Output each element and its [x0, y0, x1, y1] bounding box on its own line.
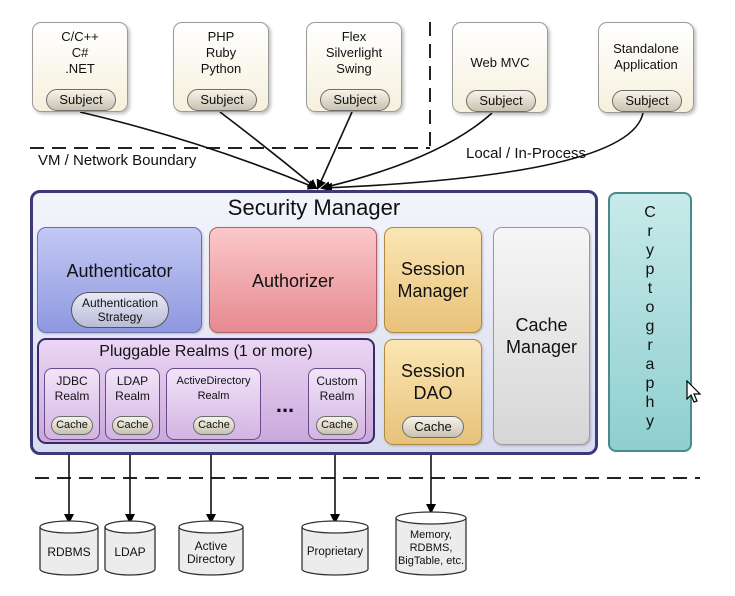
client-label: C/C++ C# .NET	[61, 29, 99, 76]
client-label: PHP Ruby Python	[200, 29, 242, 76]
realm-ldap: LDAP Realm Cache	[105, 368, 160, 440]
security-manager-title: Security Manager	[227, 195, 401, 220]
authorizer-label: Authorizer	[251, 271, 335, 291]
cryptography-letter: g	[645, 318, 655, 335]
realm-label: LDAP Realm	[115, 374, 150, 403]
authenticator: Authenticator Authentication Strategy	[37, 227, 202, 333]
realm-cache: Cache	[51, 416, 93, 435]
cache-manager-label: Cache Manager	[505, 315, 578, 357]
authorizer: Authorizer	[209, 227, 377, 333]
realms-ellipsis: ...	[275, 392, 295, 417]
session-dao-label: Session DAO	[400, 361, 466, 403]
datastore-rdbms-label: RDBMS	[47, 545, 91, 559]
local-in-process-label: Local / In-Process	[466, 145, 587, 162]
session-manager-label: Session Manager	[397, 259, 469, 301]
client-standalone-application: Standalone Application Subject	[598, 22, 694, 113]
cryptography-letter: r	[647, 223, 653, 240]
cylinder-rdbms	[39, 520, 99, 576]
session-dao-cache: Cache	[402, 416, 464, 438]
vm-network-boundary-label: VM / Network Boundary	[38, 152, 197, 169]
realm-cache: Cache	[112, 416, 153, 435]
realm-jdbc: JDBC Realm Cache	[44, 368, 100, 440]
cryptography-letter: p	[645, 261, 655, 278]
realm-label: Custom Realm	[316, 374, 358, 403]
realm-label: JDBC Realm	[54, 374, 90, 403]
datastore-proprietary-label: Proprietary	[306, 546, 364, 558]
pluggable-realms-title: Pluggable Realms (1 or more)	[99, 343, 313, 360]
client-label: Standalone Application	[613, 41, 679, 72]
cylinder-active-directory	[178, 520, 244, 576]
subject-pill: Subject	[612, 90, 682, 112]
cache-manager: Cache Manager	[493, 227, 590, 445]
subject-pill: Subject	[46, 89, 116, 111]
datastore-active-directory-label: Active Directory	[186, 539, 235, 566]
cylinder-proprietary	[301, 520, 369, 576]
subject-pill: Subject	[466, 90, 536, 112]
datastore-memory-label: Memory, RDBMS, BigTable, etc.	[397, 529, 465, 567]
pluggable-realms: Pluggable Realms (1 or more) JDBC Realm …	[37, 338, 375, 444]
cylinder-ldap	[104, 520, 156, 576]
cryptography-letter: a	[645, 356, 655, 373]
client-web-mvc: Web MVC Subject	[452, 22, 548, 113]
arrow-client-1	[79, 111, 318, 190]
cryptography-letter: C	[644, 204, 656, 221]
cryptography-letter: t	[647, 280, 653, 297]
cryptography-letter: r	[647, 337, 653, 354]
subject-pill: Subject	[187, 89, 257, 111]
cylinder-memory	[395, 511, 467, 576]
cryptography-letter: y	[646, 413, 654, 430]
realm-cache: Cache	[316, 416, 358, 435]
realm-label: ActiveDirectory Realm	[176, 375, 251, 402]
datastore-ldap-label: LDAP	[114, 545, 146, 559]
cryptography-letter: p	[645, 375, 655, 392]
arrow-client-5	[322, 112, 644, 193]
client-flex-silverlight-swing: Flex Silverlight Swing Subject	[306, 22, 402, 112]
client-label: Flex Silverlight Swing	[325, 29, 383, 76]
arrow-client-3	[316, 111, 353, 190]
cursor-icon	[686, 380, 702, 403]
realm-custom: Custom Realm Cache	[308, 368, 366, 440]
arrow-client-4	[320, 112, 493, 192]
cryptography-letter: y	[646, 242, 654, 259]
session-dao: Session DAO Cache	[384, 339, 482, 445]
cryptography-letter: h	[645, 394, 655, 411]
client-php-ruby-python: PHP Ruby Python Subject	[173, 22, 269, 112]
authentication-strategy: Authentication Strategy	[71, 292, 169, 328]
session-manager: Session Manager	[384, 227, 482, 333]
client-dotnet: C/C++ C# .NET Subject	[32, 22, 128, 112]
authenticator-label: Authenticator	[66, 261, 173, 281]
realm-active-directory: ActiveDirectory Realm Cache	[166, 368, 261, 440]
client-label: Web MVC	[470, 55, 530, 70]
arrow-client-2	[219, 111, 318, 190]
cryptography-letter: o	[645, 299, 655, 316]
realm-cache: Cache	[193, 416, 235, 435]
subject-pill: Subject	[320, 89, 390, 111]
